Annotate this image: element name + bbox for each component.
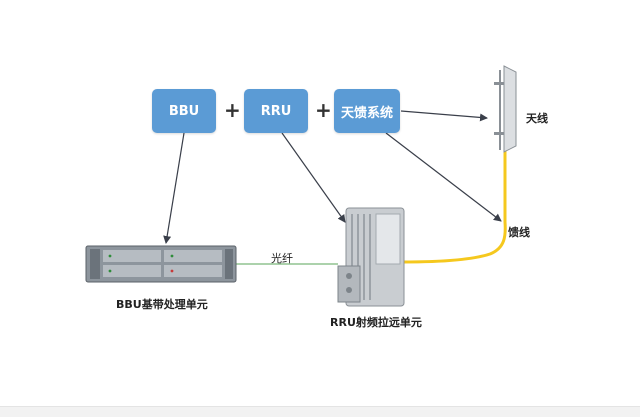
antenna-label: 天线 bbox=[526, 112, 548, 125]
arrow-feeder-to-antenna bbox=[400, 110, 488, 122]
antenna-image bbox=[494, 65, 517, 153]
bbu-unit-label: BBU基带处理单元 bbox=[116, 298, 208, 311]
plus-sign-1: + bbox=[224, 98, 241, 122]
rru-box-label: RRU bbox=[260, 103, 292, 119]
bbu-box: BBU bbox=[152, 89, 216, 133]
feeder-system-box-label: 天馈系统 bbox=[340, 105, 393, 121]
feeder-system-box: 天馈系统 bbox=[334, 89, 400, 133]
fiber-label: 光纤 bbox=[271, 252, 293, 265]
feeder-cable bbox=[402, 150, 507, 264]
arrow-feeder-to-cable bbox=[385, 132, 502, 222]
rru-unit-label: RRU射频拉远单元 bbox=[330, 316, 422, 329]
arrow-rru-to-rru-unit bbox=[281, 132, 346, 223]
rru-device-image bbox=[337, 207, 405, 307]
feeder-label: 馈线 bbox=[508, 226, 530, 239]
bbu-box-label: BBU bbox=[168, 103, 200, 119]
rru-box: RRU bbox=[244, 89, 308, 133]
plus-sign-2: + bbox=[315, 98, 332, 122]
bbu-chassis-image bbox=[85, 245, 237, 283]
arrow-bbu-to-bbu-unit bbox=[163, 132, 185, 244]
bottom-bar bbox=[0, 406, 640, 417]
